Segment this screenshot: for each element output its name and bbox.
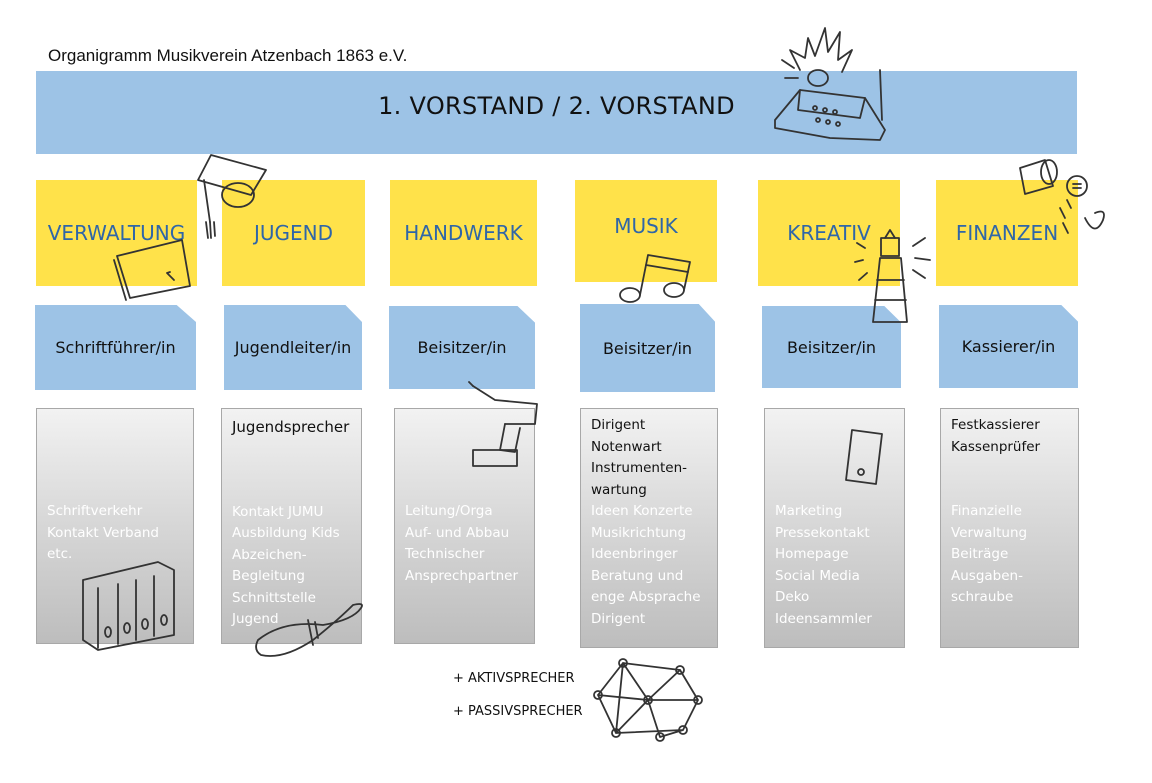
detail-item: Ideen Konzerte	[591, 503, 693, 519]
page-title: Organigramm Musikverein Atzenbach 1863 e…	[48, 46, 408, 65]
detail-item: Ideensammler	[775, 610, 872, 627]
detail-item: Auf- und Abbau	[405, 524, 510, 541]
detail-item: Begleitung	[232, 568, 305, 584]
detail-item: enge Absprache	[591, 589, 701, 605]
detail-item: Notenwart	[591, 438, 662, 455]
role-musik: Beisitzer/in	[580, 304, 715, 392]
drill-icon	[468, 381, 538, 467]
detail-item: Social Media	[775, 567, 860, 584]
detail-musik: Dirigent Notenwart Instrumenten- wartung…	[580, 408, 718, 648]
scroll-icon	[255, 603, 363, 657]
detail-item: Pressekontakt	[775, 524, 870, 541]
detail-item: Kontakt Verband	[47, 524, 159, 541]
detail-item: Ausgaben-	[951, 567, 1023, 584]
detail-handwerk: Leitung/Orga Auf- und Abbau Technischer …	[394, 408, 535, 644]
extra-aktivsprecher: + AKTIVSPRECHER	[453, 671, 575, 686]
detail-item: Technischer	[405, 546, 485, 562]
detail-item: Deko	[775, 589, 810, 605]
detail-item: Dirigent	[591, 610, 646, 627]
detail-item: Jugendsprecher	[232, 418, 350, 436]
board-box	[36, 71, 1077, 154]
detail-item: Kontakt JUMU	[232, 503, 324, 520]
detail-item: Beratung und	[591, 567, 684, 584]
detail-item: schraube	[951, 589, 1014, 605]
detail-finanzen: Festkassierer Kassenprüfer Finanzielle V…	[940, 408, 1079, 648]
binders-icon	[82, 561, 175, 651]
detail-item: Finanzielle	[951, 503, 1022, 519]
smartphone-icon	[845, 429, 883, 485]
category-finanzen: FINANZEN	[936, 180, 1078, 286]
board-label: 1. VORSTAND / 2. VORSTAND	[378, 92, 735, 120]
category-kreativ: KREATIV	[758, 180, 900, 286]
detail-item: Dirigent	[591, 417, 646, 433]
detail-item: wartung	[591, 481, 647, 498]
money-bucket-icon	[1019, 159, 1105, 234]
detail-item: Festkassierer	[951, 417, 1040, 433]
detail-item: etc.	[47, 546, 73, 562]
cash-register-icon	[774, 27, 886, 141]
detail-item: Ideenbringer	[591, 546, 678, 562]
detail-verwaltung: Schriftverkehr Kontakt Verband etc.	[36, 408, 194, 644]
lighthouse-icon	[854, 229, 931, 323]
extra-passivsprecher: + PASSIVSPRECHER	[453, 704, 583, 719]
detail-item: Leitung/Orga	[405, 503, 493, 519]
detail-item: Ausbildung Kids	[232, 525, 340, 541]
detail-jugend: Jugendsprecher Kontakt JUMU Ausbildung K…	[221, 408, 362, 644]
category-jugend: JUGEND	[222, 180, 365, 286]
detail-kreativ: Marketing Pressekontakt Homepage Social …	[764, 408, 905, 648]
graduation-cap-icon	[197, 154, 267, 239]
detail-item: Marketing	[775, 503, 843, 519]
role-kreativ: Beisitzer/in	[762, 306, 901, 388]
detail-item: Beiträge	[951, 546, 1009, 562]
detail-item: Ansprechpartner	[405, 567, 519, 584]
detail-item: Musikrichtung	[591, 524, 687, 541]
tablet-icon	[113, 239, 191, 301]
role-handwerk: Beisitzer/in	[389, 306, 535, 389]
detail-item: Abzeichen-	[232, 546, 307, 563]
detail-item: Homepage	[775, 546, 849, 562]
detail-item: Jugend	[232, 611, 279, 627]
role-verwaltung: Schriftführer/in	[35, 305, 196, 390]
category-handwerk: HANDWERK	[390, 180, 537, 286]
detail-item: Verwaltung	[951, 524, 1028, 541]
network-icon	[593, 658, 703, 742]
detail-item: Schriftverkehr	[47, 503, 143, 519]
role-jugend: Jugendleiter/in	[224, 305, 362, 390]
detail-item: Schnittstelle	[232, 589, 316, 606]
detail-item: Instrumenten-	[591, 460, 688, 476]
music-note-icon	[619, 254, 691, 303]
role-finanzen: Kassierer/in	[939, 305, 1078, 388]
detail-item: Kassenprüfer	[951, 438, 1041, 455]
